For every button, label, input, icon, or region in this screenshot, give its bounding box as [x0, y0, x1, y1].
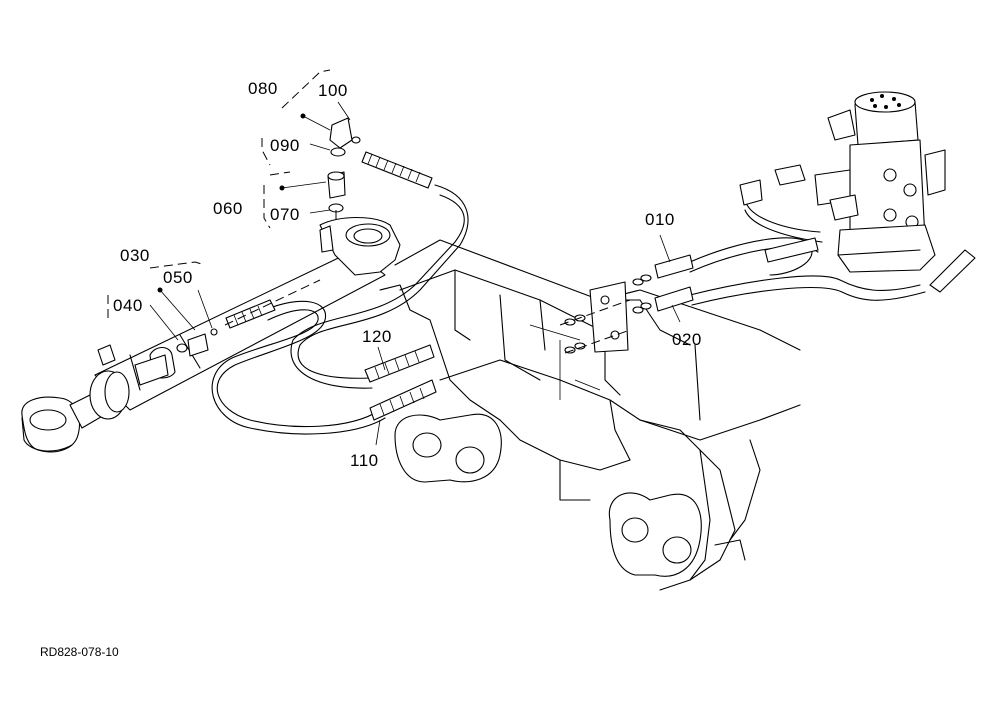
callout-110: 110 [350, 451, 379, 470]
callout-120: 120 [362, 327, 392, 346]
callout-070: 070 [270, 205, 300, 224]
swing-cylinder [21, 217, 401, 453]
fittings-and-orings [176, 117, 652, 357]
callout-090: 090 [270, 136, 300, 155]
callout-060: 060 [213, 199, 243, 218]
hose-end-fittings [225, 151, 976, 421]
callout-040: 040 [113, 296, 143, 315]
callout-080: 080 [248, 79, 278, 98]
group-brackets [107, 69, 331, 321]
callout-020: 020 [672, 330, 702, 349]
callout-010: 010 [645, 210, 675, 229]
swing-frame [379, 239, 801, 591]
callout-leaders [149, 101, 681, 446]
assembly-centerlines [224, 210, 631, 354]
drawing-reference-code: RD828-078-10 [40, 645, 119, 659]
swivel-joint [814, 91, 946, 273]
callout-050: 050 [163, 268, 193, 287]
callout-100: 100 [318, 81, 348, 100]
callout-030: 030 [120, 246, 150, 265]
